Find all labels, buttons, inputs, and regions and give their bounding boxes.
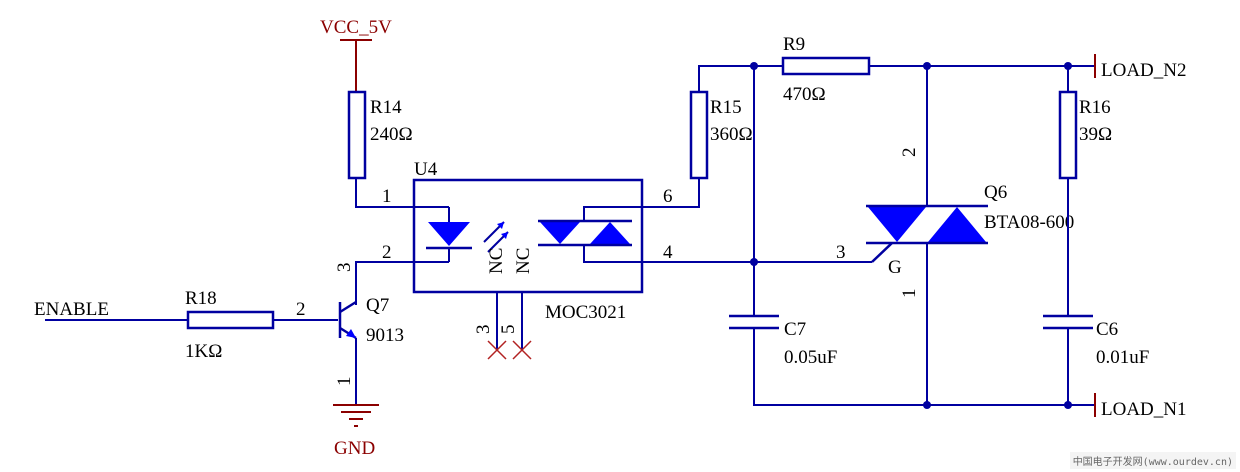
c7-value: 0.05uF xyxy=(784,347,837,368)
optocoupler-u4: U4 MOC3021 NC NC xyxy=(412,159,644,323)
u4-nc-pins: 3 5 xyxy=(473,292,532,360)
u4-nc-left: NC xyxy=(486,248,507,274)
pin-u4-5: 5 xyxy=(498,325,519,335)
q6-gate-label: G xyxy=(888,257,902,278)
c6-ref: C6 xyxy=(1096,319,1118,340)
pin-q7-2: 2 xyxy=(296,299,306,320)
wire-u4-r15 xyxy=(642,178,700,208)
r16-value: 39Ω xyxy=(1079,124,1112,145)
pin-u4-4: 4 xyxy=(663,242,673,263)
wire-r15-r9 xyxy=(698,65,783,92)
u4-value: MOC3021 xyxy=(545,302,626,323)
load-n1-label: LOAD_N1 xyxy=(1101,399,1187,420)
transistor-q7: Q7 9013 xyxy=(338,295,404,346)
r18-value: 1KΩ xyxy=(185,341,222,362)
wire-bottom-rail xyxy=(753,328,1095,406)
watermark: 中国电子开发网(www.ourdev.cn) xyxy=(1069,452,1236,469)
q7-ref: Q7 xyxy=(366,295,389,316)
pin-q7-3: 3 xyxy=(334,263,355,273)
c7-ref: C7 xyxy=(784,319,806,340)
r9-value: 470Ω xyxy=(783,84,826,105)
r14-ref: R14 xyxy=(370,97,402,118)
enable-label: ENABLE xyxy=(34,299,109,320)
r18-ref: R18 xyxy=(185,288,217,309)
pin-u4-3: 3 xyxy=(473,325,494,335)
capacitor-c7: C7 0.05uF xyxy=(729,314,837,368)
wire-u4-q7 xyxy=(355,261,414,305)
resistor-r15: R15 360Ω xyxy=(689,90,753,180)
pin-q6-3: 3 xyxy=(836,242,846,263)
pin-q7-1: 1 xyxy=(334,377,355,387)
resistor-r18: R18 1KΩ xyxy=(185,288,275,362)
gnd-symbol: GND xyxy=(333,404,379,459)
u4-nc-right: NC xyxy=(513,248,534,274)
q6-ref: Q6 xyxy=(984,182,1007,203)
capacitor-c6: C6 0.01uF xyxy=(1043,314,1149,368)
resistor-r14: R14 240Ω xyxy=(347,90,413,180)
r15-ref: R15 xyxy=(710,97,742,118)
r14-value: 240Ω xyxy=(370,124,413,145)
triac-q6: Q6 BTA08-600 G xyxy=(866,182,1074,278)
c6-value: 0.01uF xyxy=(1096,347,1149,368)
vcc-label: VCC_5V xyxy=(320,17,392,38)
pin-q6-2: 2 xyxy=(899,148,920,158)
u4-ref: U4 xyxy=(414,159,438,180)
pin-u4-1: 1 xyxy=(382,186,392,207)
pin-u4-6: 6 xyxy=(663,186,673,207)
pin-q6-1: 1 xyxy=(899,289,920,299)
gnd-label: GND xyxy=(334,438,375,459)
q6-value: BTA08-600 xyxy=(984,212,1074,233)
r9-ref: R9 xyxy=(783,34,805,55)
load-n2-label: LOAD_N2 xyxy=(1101,60,1187,81)
wire-r14-u4 xyxy=(355,178,414,208)
pin-u4-2: 2 xyxy=(382,242,392,263)
r16-ref: R16 xyxy=(1079,97,1111,118)
r15-value: 360Ω xyxy=(710,124,753,145)
resistor-r16: R16 39Ω xyxy=(1058,90,1112,180)
vcc-symbol: VCC_5V xyxy=(320,17,392,92)
resistor-r9: R9 470Ω xyxy=(781,34,871,105)
q7-value: 9013 xyxy=(366,325,404,346)
